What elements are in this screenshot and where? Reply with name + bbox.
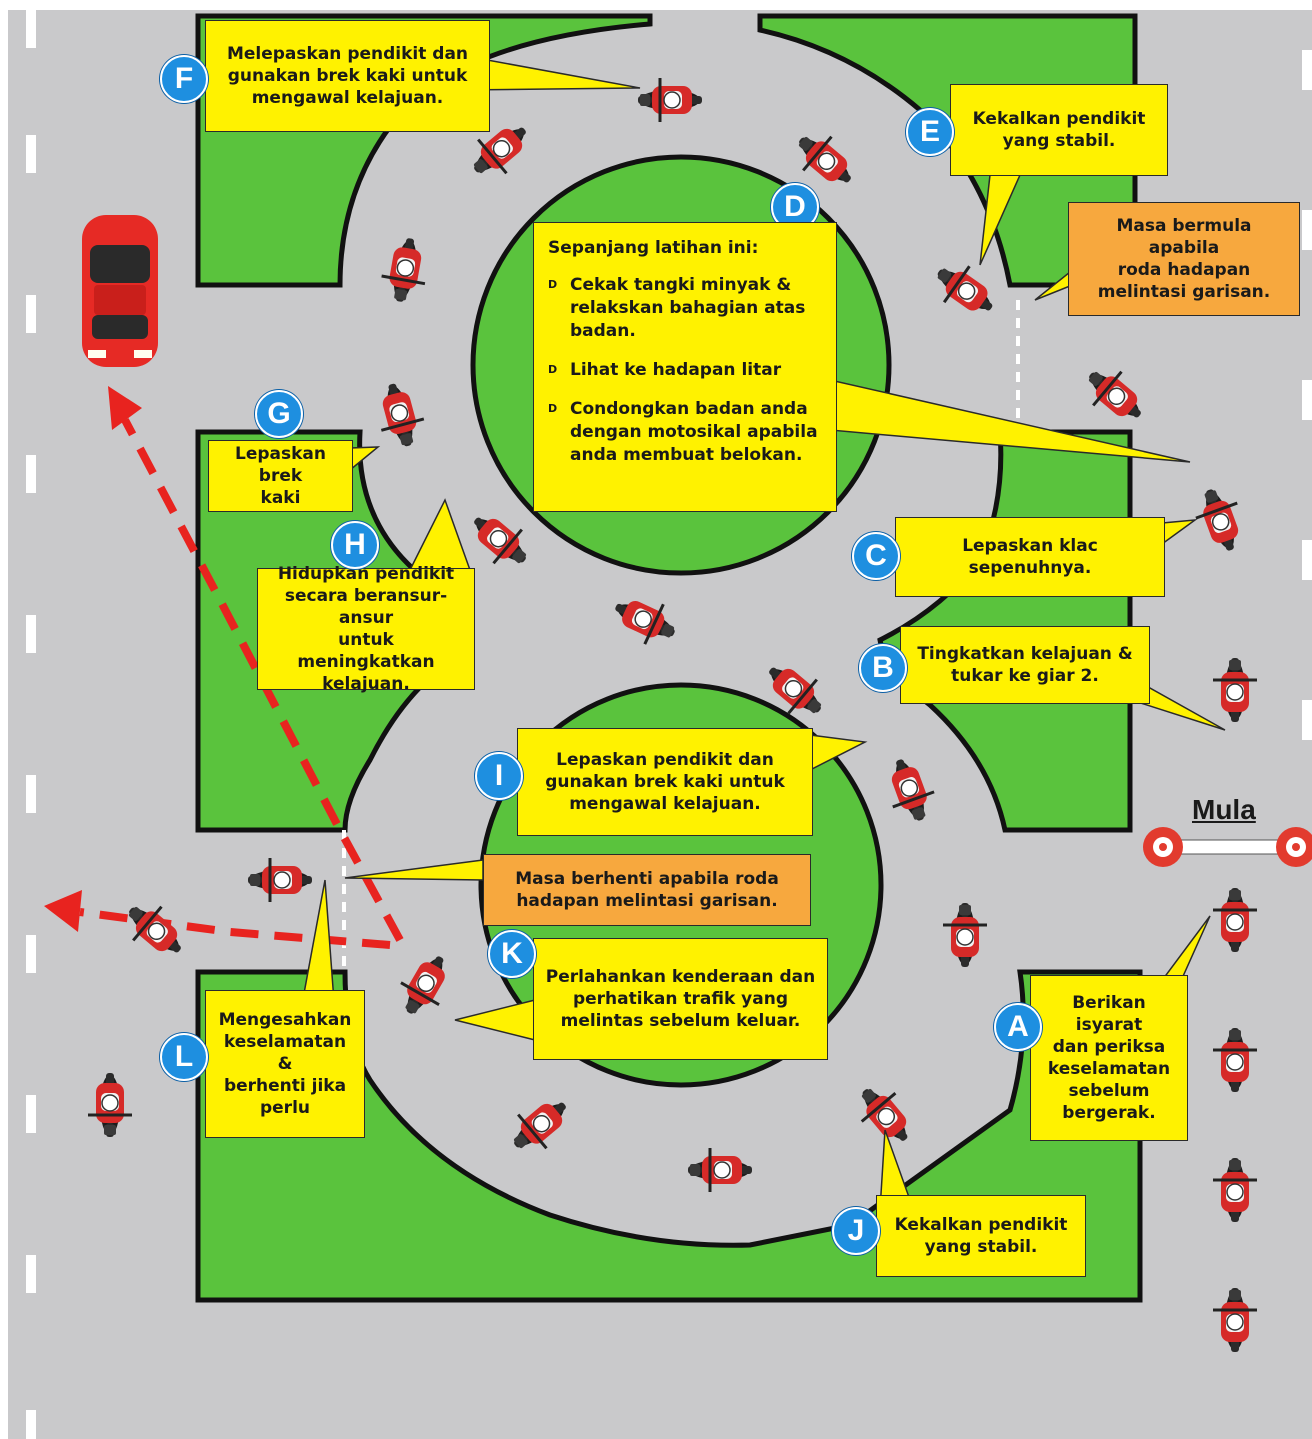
bullet-marker: D — [548, 362, 558, 376]
start-timing-callout: Masa bermula apabila roda hadapan melint… — [1068, 202, 1300, 316]
callout-l: Mengesahkan keselamatan & berhenti jika … — [205, 990, 365, 1138]
callout-d-item-text: Condongkan badan anda dengan motosikal a… — [570, 398, 818, 465]
callout-d-item-text: Cekak tangki minyak & relakskan bahagian… — [570, 274, 806, 341]
callout-d-item-text: Lihat ke hadapan litar — [570, 359, 782, 380]
callout-d: Sepanjang latihan ini: D Cekak tangki mi… — [533, 222, 837, 512]
badge-c: C — [852, 532, 900, 580]
lane-markings-left — [26, 10, 36, 1439]
bullet-marker: D — [548, 401, 558, 415]
start-gate — [1143, 827, 1312, 867]
badge-h: H — [331, 521, 379, 569]
lane-markings-right — [1302, 50, 1312, 740]
bullet-marker: D — [548, 277, 558, 291]
callout-k: Perlahankan kenderaan dan perhatikan tra… — [533, 938, 828, 1060]
badge-g: G — [255, 390, 303, 438]
callout-d-heading: Sepanjang latihan ini: — [548, 238, 759, 258]
badge-k: K — [488, 930, 536, 978]
callout-g: Lepaskan brek kaki — [208, 440, 353, 512]
badge-a: A — [994, 1003, 1042, 1051]
callout-f: Melepaskan pendikit dan gunakan brek kak… — [205, 20, 490, 132]
callout-h: Hidupkan pendikit secara beransur-ansur … — [257, 564, 475, 694]
red-car — [82, 215, 158, 367]
badge-j: J — [832, 1207, 880, 1255]
badge-f: F — [160, 55, 208, 103]
callout-b: Tingkatkan kelajuan & tukar ke giar 2. — [900, 626, 1150, 704]
badge-e: E — [906, 108, 954, 156]
exit-path-arrows — [44, 386, 404, 949]
callout-e: Kekalkan pendikit yang stabil. — [950, 84, 1168, 176]
callout-d-item: D Cekak tangki minyak & relakskan bahagi… — [548, 274, 822, 343]
callout-a: Berikan isyarat dan periksa keselamatan … — [1030, 975, 1188, 1141]
start-label: Mula — [1192, 794, 1256, 825]
callout-c: Lepaskan klac sepenuhnya. — [895, 517, 1165, 597]
callout-j: Kekalkan pendikit yang stabil. — [876, 1195, 1086, 1277]
badge-i: I — [475, 752, 523, 800]
callout-i: Lepaskan pendikit dan gunakan brek kaki … — [517, 728, 813, 836]
callout-d-item: D Condongkan badan anda dengan motosikal… — [548, 398, 822, 467]
callout-d-item: D Lihat ke hadapan litar — [548, 359, 822, 382]
badge-b: B — [859, 644, 907, 692]
stop-timing-callout: Masa berhenti apabila roda hadapan melin… — [483, 854, 811, 926]
badge-l: L — [160, 1033, 208, 1081]
